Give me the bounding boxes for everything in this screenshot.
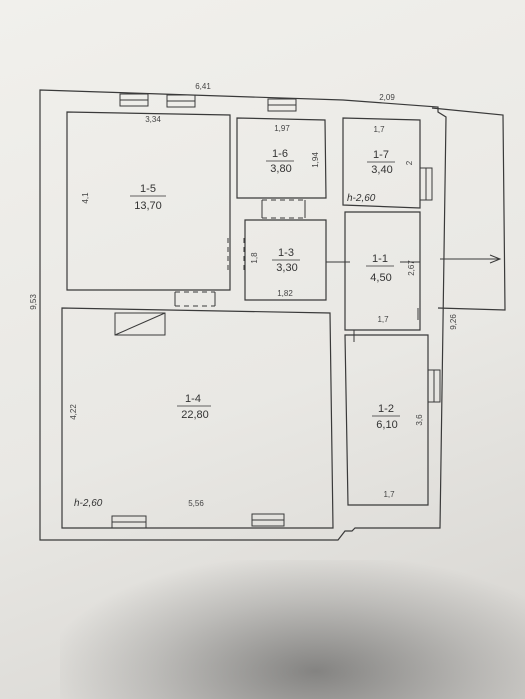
window-right-r17 [419, 167, 433, 201]
window-bottom-left [111, 515, 147, 529]
height-lower: h-2,60 [74, 498, 103, 509]
dim-r15-width: 3,34 [145, 115, 161, 124]
room-1-1: 1-1 4,50 [366, 253, 394, 284]
dim-r17-height: 2 [405, 160, 414, 165]
window-right-r12 [427, 369, 441, 403]
svg-text:3,80: 3,80 [270, 163, 291, 175]
dim-left-total: 9,53 [29, 294, 38, 310]
dim-r12-height: 3,6 [415, 414, 424, 426]
svg-text:13,70: 13,70 [134, 200, 162, 212]
dim-r11-height: 2,67 [407, 260, 416, 276]
dim-top-right: 2,09 [379, 93, 395, 102]
svg-text:1-4: 1-4 [185, 393, 201, 405]
dim-r12-width: 1,7 [383, 490, 395, 499]
svg-text:6,10: 6,10 [376, 419, 397, 431]
svg-text:1-6: 1-6 [272, 148, 288, 160]
room-1-6: 1-6 3,80 [266, 148, 294, 175]
svg-text:3,30: 3,30 [276, 262, 297, 274]
dim-r14-height: 4,22 [69, 404, 78, 420]
svg-text:1-1: 1-1 [372, 253, 388, 265]
dim-r13-height: 1,8 [250, 252, 259, 264]
window-bottom-right [251, 513, 285, 527]
svg-text:22,80: 22,80 [181, 409, 209, 421]
window-top-r16 [267, 98, 297, 112]
dim-r16-height: 1,94 [311, 152, 320, 168]
dim-top-total: 6,41 [195, 82, 211, 91]
dim-r16-width: 1,97 [274, 124, 290, 133]
dim-r11-width: 1,7 [377, 315, 389, 324]
svg-text:1-3: 1-3 [278, 247, 294, 259]
dim-r17-width: 1,7 [373, 125, 385, 134]
window-top-mid [166, 94, 196, 108]
room-1-2: 1-2 6,10 [372, 403, 400, 431]
room-1-4: 1-4 22,80 [177, 393, 211, 421]
height-upper: h-2,60 [347, 193, 376, 204]
room-1-5: 1-5 13,70 [130, 183, 166, 212]
svg-text:1-5: 1-5 [140, 183, 156, 195]
svg-text:1-2: 1-2 [378, 403, 394, 415]
dim-right-total: 9,26 [449, 314, 458, 330]
svg-text:4,50: 4,50 [370, 272, 391, 284]
dim-r15-height: 4,1 [81, 192, 90, 204]
room-1-7: 1-7 3,40 [367, 149, 395, 176]
dim-r14-width: 5,56 [188, 499, 204, 508]
dim-r13-width: 1,82 [277, 289, 293, 298]
camera-shadow [60, 560, 525, 699]
svg-text:3,40: 3,40 [371, 164, 392, 176]
window-top-left [119, 93, 149, 107]
svg-text:1-7: 1-7 [373, 149, 389, 161]
room-1-3: 1-3 3,30 [272, 247, 300, 274]
